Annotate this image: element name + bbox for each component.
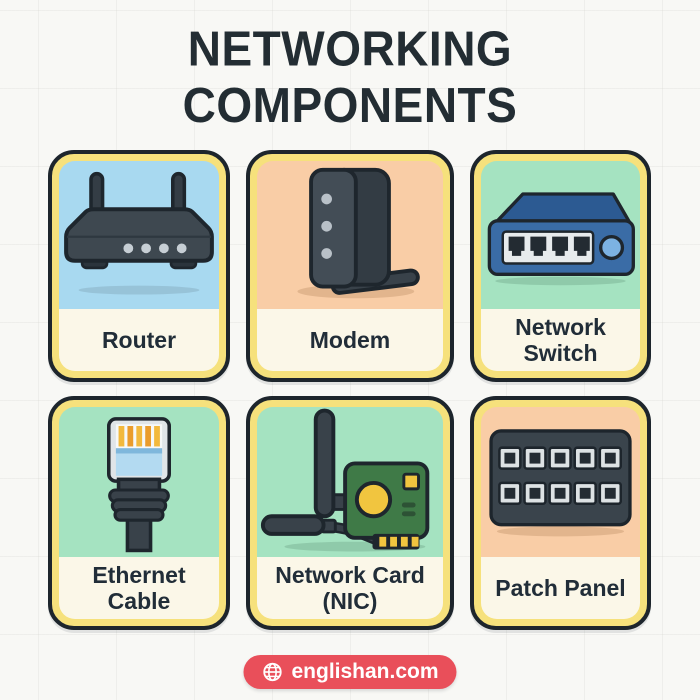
card-network-card: Network Card (NIC): [246, 396, 454, 630]
modem-panel: [257, 161, 443, 309]
card-label-network-switch: Network Switch: [481, 309, 640, 371]
page-title: NETWORKING COMPONENTS: [0, 0, 700, 134]
website-badge[interactable]: englishan.com: [243, 655, 457, 689]
patch-panel-icon: [489, 429, 632, 537]
card-router: Router: [48, 150, 230, 382]
router-panel: [59, 161, 219, 309]
card-label-router: Router: [59, 309, 219, 371]
card-label-ethernet-cable: Ethernet Cable: [59, 557, 219, 619]
ethernet-cable-icon: [107, 417, 171, 553]
network-card-icon: [260, 408, 430, 552]
page-title-line1: NETWORKING: [187, 21, 513, 77]
modem-icon: [297, 167, 420, 299]
patch-panel-panel: [481, 407, 640, 557]
router-icon: [64, 171, 214, 295]
card-label-network-card: Network Card (NIC): [257, 557, 443, 619]
card-network-switch: Network Switch: [470, 150, 651, 382]
network-card-panel: [257, 407, 443, 557]
website-badge-text: englishan.com: [291, 660, 439, 683]
ethernet-cable-panel: [59, 407, 219, 557]
network-switch-icon: [487, 192, 635, 286]
page-title-line2: COMPONENTS: [182, 77, 518, 133]
card-label-modem: Modem: [257, 309, 443, 371]
card-modem: Modem: [246, 150, 454, 382]
network-switch-panel: [481, 161, 640, 309]
components-grid: Router Modem: [48, 150, 651, 630]
globe-icon: [263, 662, 282, 682]
card-patch-panel: Patch Panel: [470, 396, 651, 630]
card-label-patch-panel: Patch Panel: [481, 557, 640, 619]
card-ethernet-cable: Ethernet Cable: [48, 396, 230, 630]
